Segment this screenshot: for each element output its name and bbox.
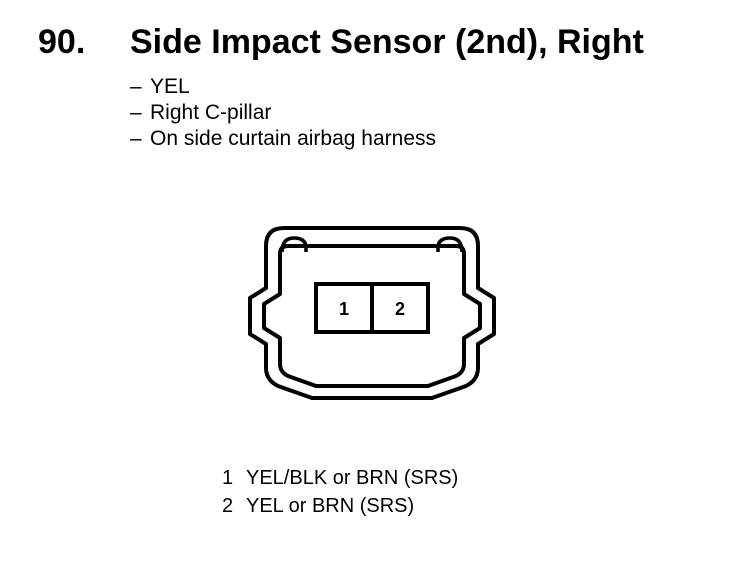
note-color: –YEL [130,75,190,98]
latch-hook-right [436,236,464,253]
pin-description: YEL or BRN (SRS) [246,495,415,517]
component-number: 90. [38,23,86,61]
connector-inner-housing [262,244,482,388]
pin-row: 2 YEL or BRN (SRS) [222,492,458,520]
pin-row: 1 YEL/BLK or BRN (SRS) [222,464,458,492]
note-harness: –On side curtain airbag harness [130,127,436,150]
cavity-2 [370,282,430,334]
cavity-2-label: 2 [395,299,405,319]
connector-outer-housing [248,226,496,400]
note-location: –Right C-pillar [130,101,272,124]
pin-number: 2 [222,495,234,517]
component-heading: 90. Side Impact Sensor (2nd), Right [38,22,644,62]
cavity-1 [314,282,374,334]
pin-assignment-list: 1 YEL/BLK or BRN (SRS) 2 YEL or BRN (SRS) [222,464,458,520]
pin-number: 1 [222,467,234,489]
latch-hook-left [280,236,308,253]
component-notes: –YEL –Right C-pillar –On side curtain ai… [130,74,436,152]
cavity-1-label: 1 [339,299,349,319]
pin-description: YEL/BLK or BRN (SRS) [246,467,459,489]
connector-face-diagram: 1 2 [248,226,496,400]
component-title: Side Impact Sensor (2nd), Right [130,23,644,61]
